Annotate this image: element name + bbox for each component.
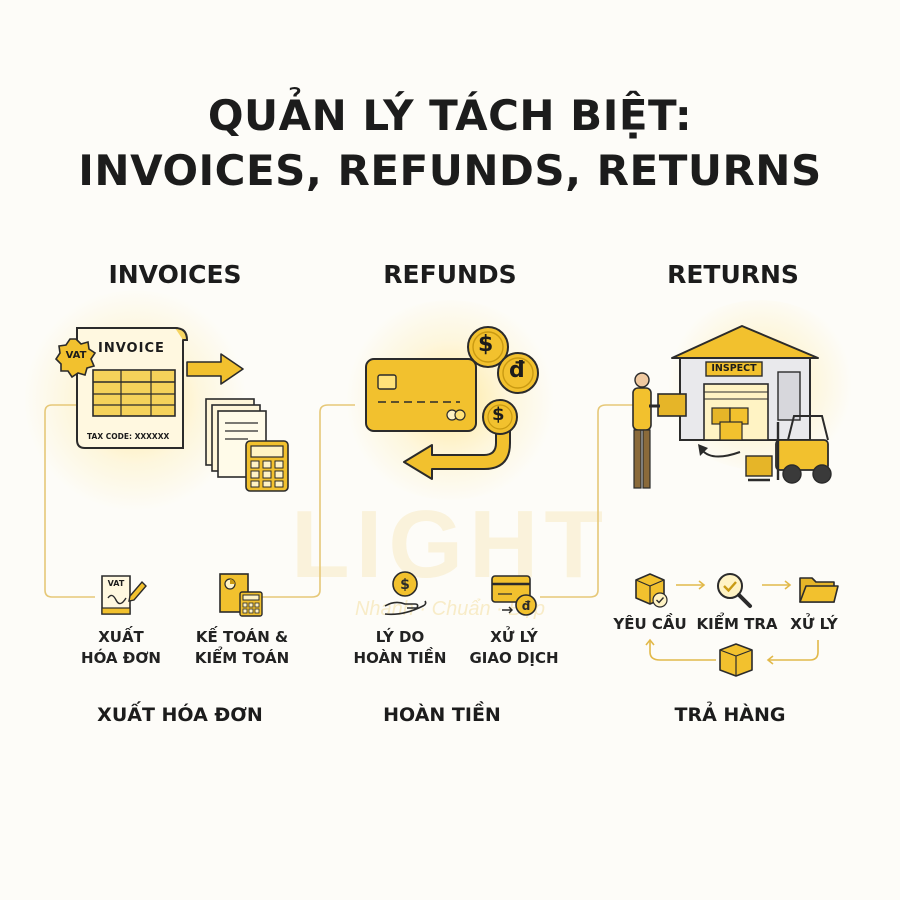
label-line1: LÝ DO (375, 628, 425, 646)
step-label-ly-do-hoan-tien: LÝ DO HOÀN TIỀN (330, 627, 470, 669)
svg-text:$: $ (400, 577, 410, 593)
returns-footer: TRẢ HÀNG (674, 704, 786, 726)
watermark-logo: LIGHT (291, 491, 609, 598)
step-label-xu-ly-giao-dich: XỬ LÝ GIAO DỊCH (444, 627, 584, 669)
box-check-icon (632, 572, 670, 608)
label-line2: KIỂM TOÁN (194, 649, 290, 667)
refund-card-coins-illustration: $ đ $ (360, 325, 560, 495)
label-line2: HOÀN TIỀN (353, 649, 447, 667)
vat-badge: VAT (54, 338, 97, 379)
label-line1: XỬ LÝ (490, 628, 538, 646)
refunds-heading: REFUNDS (383, 260, 517, 289)
returns-heading: RETURNS (667, 260, 799, 289)
magnifier-check-icon (714, 570, 754, 610)
invoices-footer: XUẤT HÓA ĐƠN (97, 704, 263, 726)
box-return-icon (716, 642, 756, 678)
coin-dollar-2: $ (492, 404, 505, 425)
label-line2: GIAO DỊCH (469, 649, 559, 667)
label-line1: KẾ TOÁN & (195, 628, 289, 646)
warehouse-sign-text: INSPECT (711, 363, 757, 374)
invoice-tax-code: TAX CODE: XXXXXX (87, 432, 170, 441)
label-line2: HÓA ĐƠN (81, 649, 161, 667)
arrow-right-icon (185, 352, 245, 386)
coin-dong: đ (509, 358, 525, 383)
page-title-line1: QUẢN LÝ TÁCH BIỆT: (207, 91, 693, 140)
ledger-calculator-icon (216, 572, 266, 618)
folder-icon (798, 574, 839, 606)
step-label-xuat-hoa-don: XUẤT HÓA ĐƠN (51, 627, 191, 669)
vat-badge-text: VAT (65, 350, 87, 361)
invoice-doc-title: INVOICE (98, 341, 165, 356)
label-line1: XUẤT (98, 628, 144, 646)
invoices-heading: INVOICES (108, 260, 242, 289)
documents-calculator-illustration (198, 395, 298, 495)
card-transfer-icon: đ (490, 572, 540, 618)
vat-doc-sign-icon: VAT (96, 572, 147, 618)
svg-text:đ: đ (522, 599, 531, 613)
step-label-xu-ly: XỬ LÝ (790, 615, 838, 633)
coin-dollar-1: $ (478, 332, 494, 357)
warehouse-illustration: INSPECT (622, 322, 854, 497)
hand-coin-icon: $ (383, 570, 429, 618)
refunds-footer: HOÀN TIỀN (383, 704, 501, 726)
step-label-ke-toan-kiem-toan: KẾ TOÁN & KIỂM TOÁN (172, 627, 312, 669)
page-title-line2: INVOICES, REFUNDS, RETURNS (78, 146, 822, 195)
step-label-kiem-tra: KIỂM TRA (696, 615, 778, 633)
invoice-document-illustration (55, 318, 195, 458)
step-label-yeu-cau: YÊU CẦU (613, 615, 687, 633)
vat-doc-text: VAT (107, 579, 125, 588)
